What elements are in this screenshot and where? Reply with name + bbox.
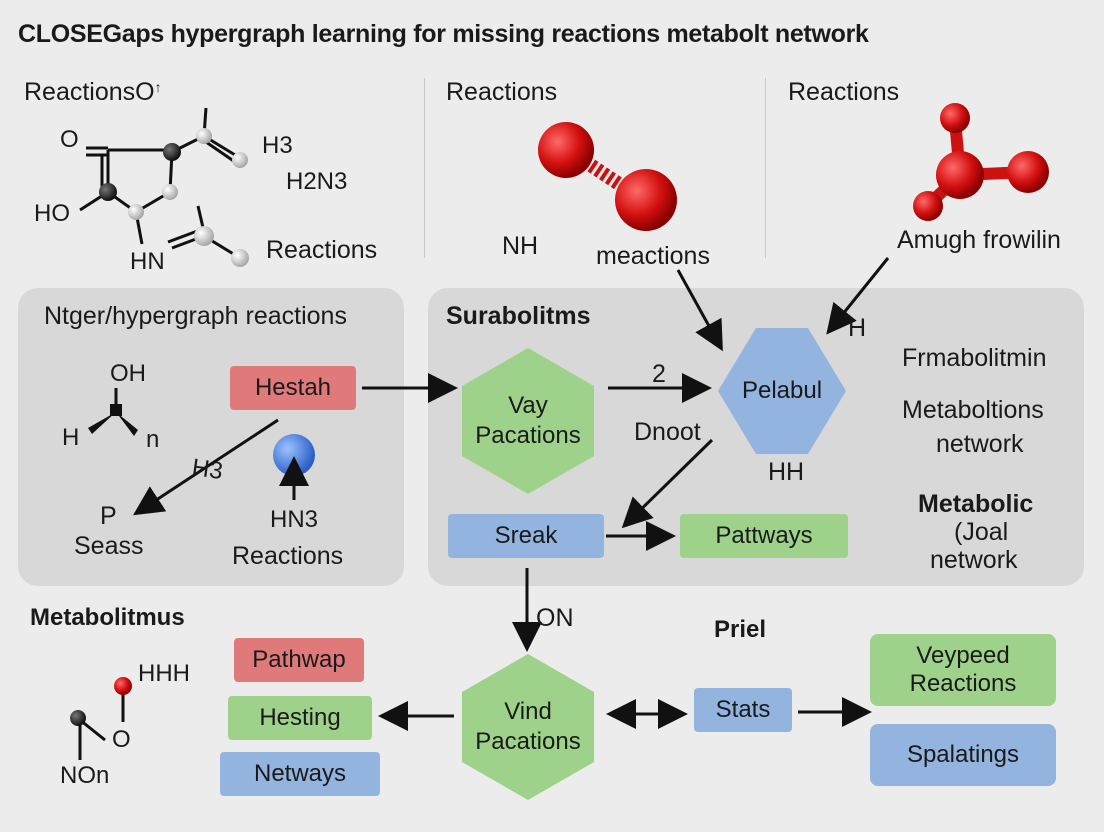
top-right-heading: Reactions [788, 78, 900, 106]
left-panel-reactions-label: Reactions [232, 542, 344, 570]
pattways-box: Pattways [680, 514, 848, 558]
stats-box: Stats [694, 688, 792, 732]
metabolic-label: Metabolic [918, 490, 1034, 518]
spalatings-box: Spalatings [870, 724, 1056, 786]
hn3-label: HN3 [270, 506, 319, 533]
veypeed-reactions-box: Veypeed Reactions [870, 634, 1056, 706]
top-left-reactions-label: ReactionsO↑ [24, 78, 162, 106]
left-panel [18, 288, 404, 586]
network-label-2: network [930, 546, 1018, 574]
netways-box: Netways [220, 752, 380, 796]
dnoot-label: Dnoot [634, 418, 701, 446]
right-panel-heading: Surabolitms [446, 302, 591, 330]
amugh-label: Amugh frowilin [897, 226, 1061, 254]
h-right-label: H [848, 314, 867, 342]
meactions-label: meactions [596, 242, 710, 270]
n-label: n [146, 426, 160, 453]
divider-right [765, 78, 766, 258]
diagram-title: CLOSEGaps hypergraph learning for missin… [18, 20, 869, 48]
h3-left-label: H3 [190, 454, 225, 486]
vind-line1: Vind [504, 698, 552, 725]
metaboltions-label: Metaboltions [902, 396, 1044, 424]
hh-label: HH [768, 458, 805, 486]
on-label: ON [536, 604, 574, 632]
p-label: P [100, 502, 117, 530]
two-label: 2 [652, 360, 666, 388]
sreak-box: Sreak [448, 514, 604, 558]
left-panel-heading: Ntger/hypergraph reactions [44, 302, 347, 330]
pathwap-box: Pathwap [234, 638, 364, 682]
divider-left [424, 78, 425, 258]
hestah-box: Hestah [230, 366, 356, 410]
vay-line1: Vay [508, 392, 548, 419]
frmabolitmin-label: Frmabolitmin [902, 344, 1047, 372]
vind-line2: Pacations [475, 728, 581, 755]
vay-line2: Pacations [475, 422, 581, 449]
non-label: NOn [60, 762, 110, 789]
h-label: H [62, 424, 80, 451]
pelabul-label: Pelabul [741, 377, 823, 404]
seass-label: Seass [74, 532, 144, 560]
hhh-label: HHH [138, 660, 190, 687]
priel-label: Priel [714, 616, 767, 643]
nh-label: NH [502, 232, 539, 260]
hn-atom-label: HN [130, 248, 165, 275]
h3-atom-label: H3 [262, 132, 293, 159]
metabolitmus-label: Metabolitmus [30, 604, 185, 631]
pelabul-hexagon: Pelabul [716, 326, 848, 456]
ho-atom-label: HO [34, 200, 70, 227]
joal-label: (Joal [954, 518, 1009, 546]
o-atom-label: O [60, 126, 79, 153]
network-label-1: network [936, 430, 1024, 458]
top-left-molecule [79, 107, 241, 260]
hesting-box: Hesting [228, 696, 372, 740]
top-mid-heading: Reactions [446, 78, 558, 106]
o-bottom-label: O [112, 726, 131, 753]
veypeed-line1: Veypeed [916, 642, 1010, 669]
h2n3-label: H2N3 [286, 168, 348, 195]
oh-label: OH [110, 360, 146, 387]
veypeed-line2: Reactions [909, 670, 1017, 697]
top-left-reactions-caption: Reactions [266, 236, 378, 264]
